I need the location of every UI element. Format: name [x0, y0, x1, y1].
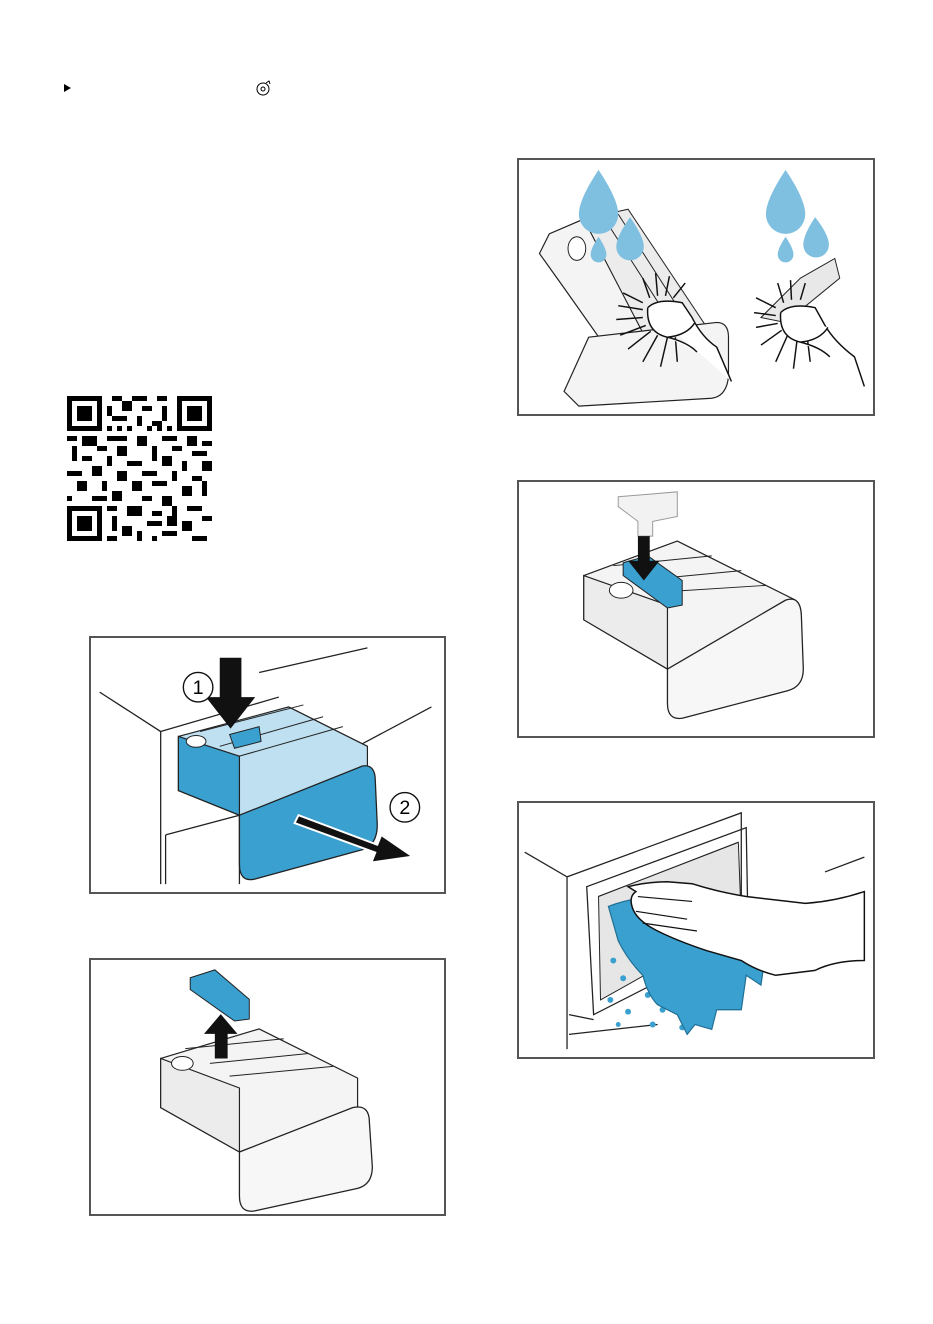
qr-code	[67, 396, 212, 541]
figure-rinse-brush	[517, 158, 875, 416]
svg-text:2: 2	[399, 797, 410, 819]
drum-clean-symbol-icon	[256, 80, 272, 96]
figure-wipe-recess	[517, 801, 875, 1059]
figure-reinsert-insert	[517, 480, 875, 738]
figure-remove-drawer: 1 2	[89, 636, 446, 894]
step-bullet-icon	[64, 84, 71, 92]
svg-text:1: 1	[193, 677, 204, 699]
figure-lift-insert	[89, 958, 446, 1216]
